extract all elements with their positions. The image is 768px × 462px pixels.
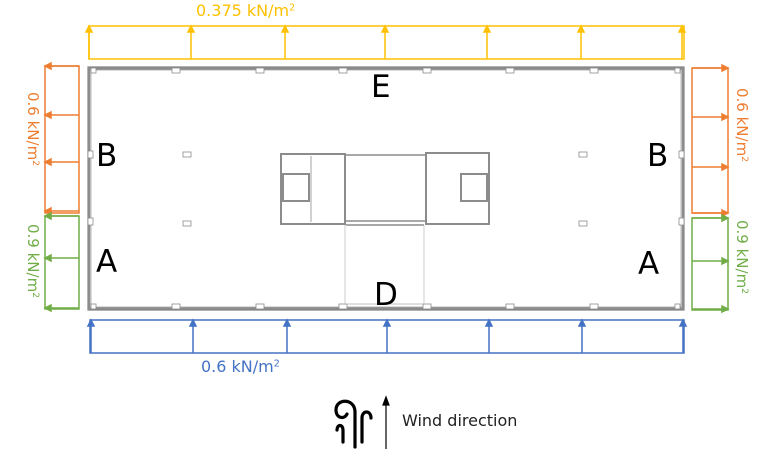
left-upper-load-label: 0.6 kN/m2 [24, 92, 42, 166]
wind-direction-label: Wind direction [402, 411, 518, 430]
zone-label-a-right: A [638, 246, 660, 282]
bottom-load-label: 0.6 kN/m2 [201, 357, 280, 376]
central-core [280, 152, 490, 305]
right-lower-load-arrows [691, 213, 730, 314]
right-upper-load-arrows [691, 63, 730, 218]
zone-label-e: E [371, 69, 391, 105]
right-lower-load-label: 0.9 kN/m2 [733, 220, 751, 294]
left-lower-load-arrows [43, 211, 80, 313]
zone-label-a-left: A [96, 244, 118, 280]
right-upper-load-label: 0.6 kN/m2 [733, 88, 751, 162]
wind-icon [334, 399, 373, 449]
zone-label-d: D [374, 277, 398, 313]
left-upper-load-arrows [43, 61, 80, 216]
zone-label-b-right: B [647, 138, 669, 174]
arrow-up-icon [382, 395, 390, 449]
top-load-label: 0.375 kN/m2 [196, 1, 296, 20]
building-plan [87, 66, 685, 311]
bottom-load-arrows [86, 318, 688, 354]
left-lower-load-label: 0.9 kN/m2 [24, 224, 42, 298]
top-load-arrows [84, 24, 687, 60]
column-markers [87, 67, 685, 310]
zone-label-b-left: B [96, 138, 118, 174]
